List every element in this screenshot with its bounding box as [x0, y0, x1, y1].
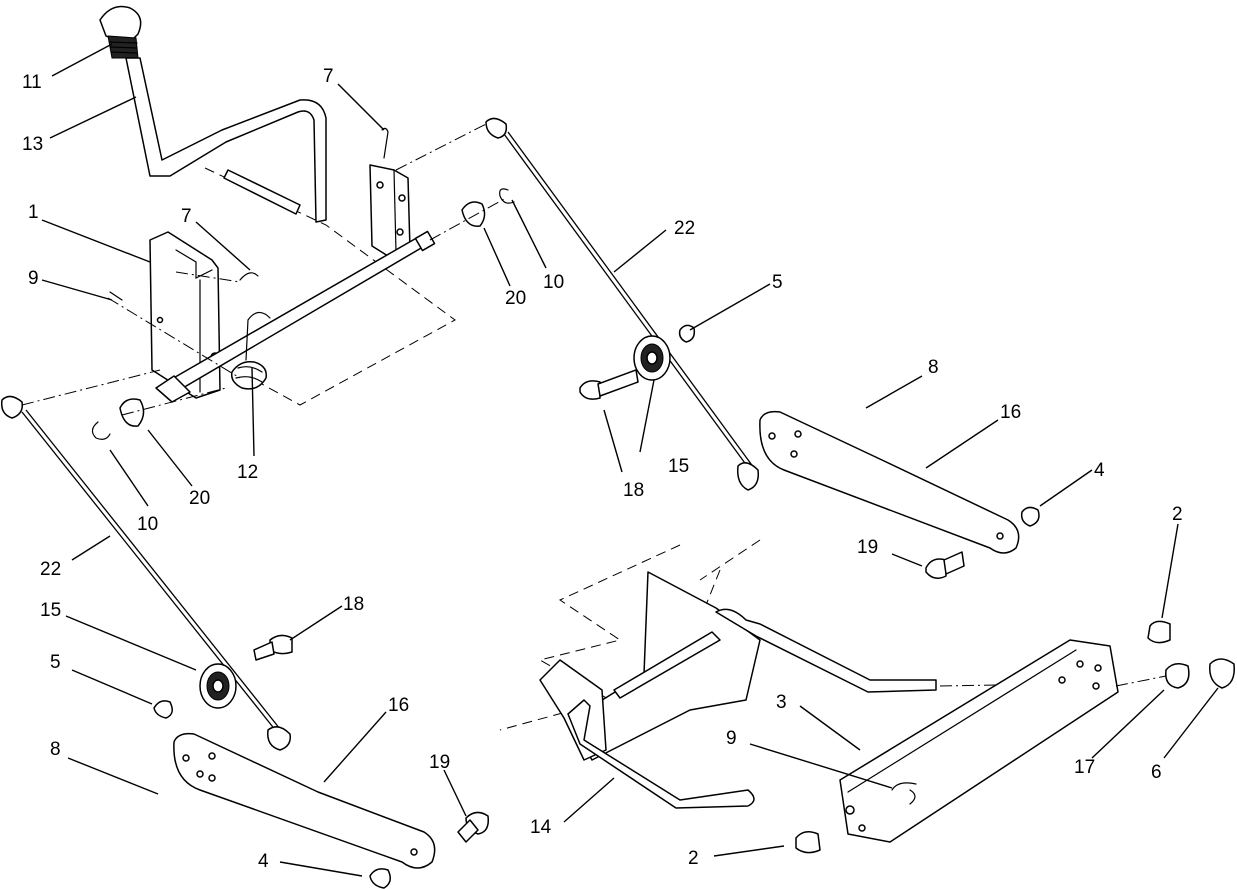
callout-label: 16 [1000, 402, 1021, 423]
callout-label: 13 [22, 134, 43, 155]
callout-label: 8 [50, 739, 61, 760]
callout-label: 8 [928, 357, 939, 378]
leader-lines [41, 43, 1219, 877]
callout-labels: 11 13 7 1 7 9 22 20 10 5 8 16 18 15 12 1… [22, 66, 1183, 872]
callout-label: 6 [1151, 762, 1162, 783]
callout-label: 19 [429, 752, 450, 773]
callout-label: 10 [543, 272, 564, 293]
lift-link-rods [0, 117, 760, 751]
lift-arms [173, 410, 1020, 869]
callout-label: 12 [237, 462, 258, 483]
callout-label: 20 [189, 488, 210, 509]
callout-label: 15 [668, 456, 689, 477]
torsion-spring [230, 311, 271, 390]
callout-label: 22 [40, 559, 61, 580]
callout-label: 1 [28, 202, 39, 223]
callout-label: 11 [22, 72, 42, 93]
handle-knob [99, 5, 142, 59]
pulleys [199, 335, 671, 709]
parts-artwork [0, 5, 1235, 889]
rear-hanger-bracket [839, 639, 1119, 843]
callout-label: 20 [505, 288, 526, 309]
callout-label: 2 [688, 848, 699, 869]
callout-label: 4 [258, 851, 269, 872]
lift-handle-rod [125, 57, 456, 406]
right-bracket [369, 127, 411, 257]
callout-label: 10 [137, 514, 158, 535]
deck-mount-bracket [539, 571, 761, 809]
callout-label: 22 [674, 218, 695, 239]
callout-label: 4 [1094, 460, 1105, 481]
callout-label: 5 [50, 652, 61, 673]
callout-label: 19 [857, 537, 878, 558]
cross-shaft [155, 230, 436, 403]
callout-label: 2 [1172, 504, 1183, 525]
callout-label: 14 [530, 817, 552, 838]
rear-hardware [795, 620, 1235, 854]
callout-label: 9 [28, 268, 39, 289]
callout-label: 7 [181, 206, 192, 227]
callout-label: 18 [343, 594, 364, 615]
alignment-lines [21, 121, 507, 416]
arm-hardware [369, 506, 1040, 889]
callout-label: 3 [776, 692, 787, 713]
callout-label: 18 [623, 480, 644, 501]
callout-label: 16 [388, 695, 409, 716]
callout-label: 7 [323, 66, 334, 87]
callout-label: 15 [40, 600, 61, 621]
pulley-bolts [153, 324, 696, 719]
callout-label: 17 [1074, 757, 1095, 778]
callout-label: 5 [772, 272, 783, 293]
callout-label: 9 [726, 728, 737, 749]
